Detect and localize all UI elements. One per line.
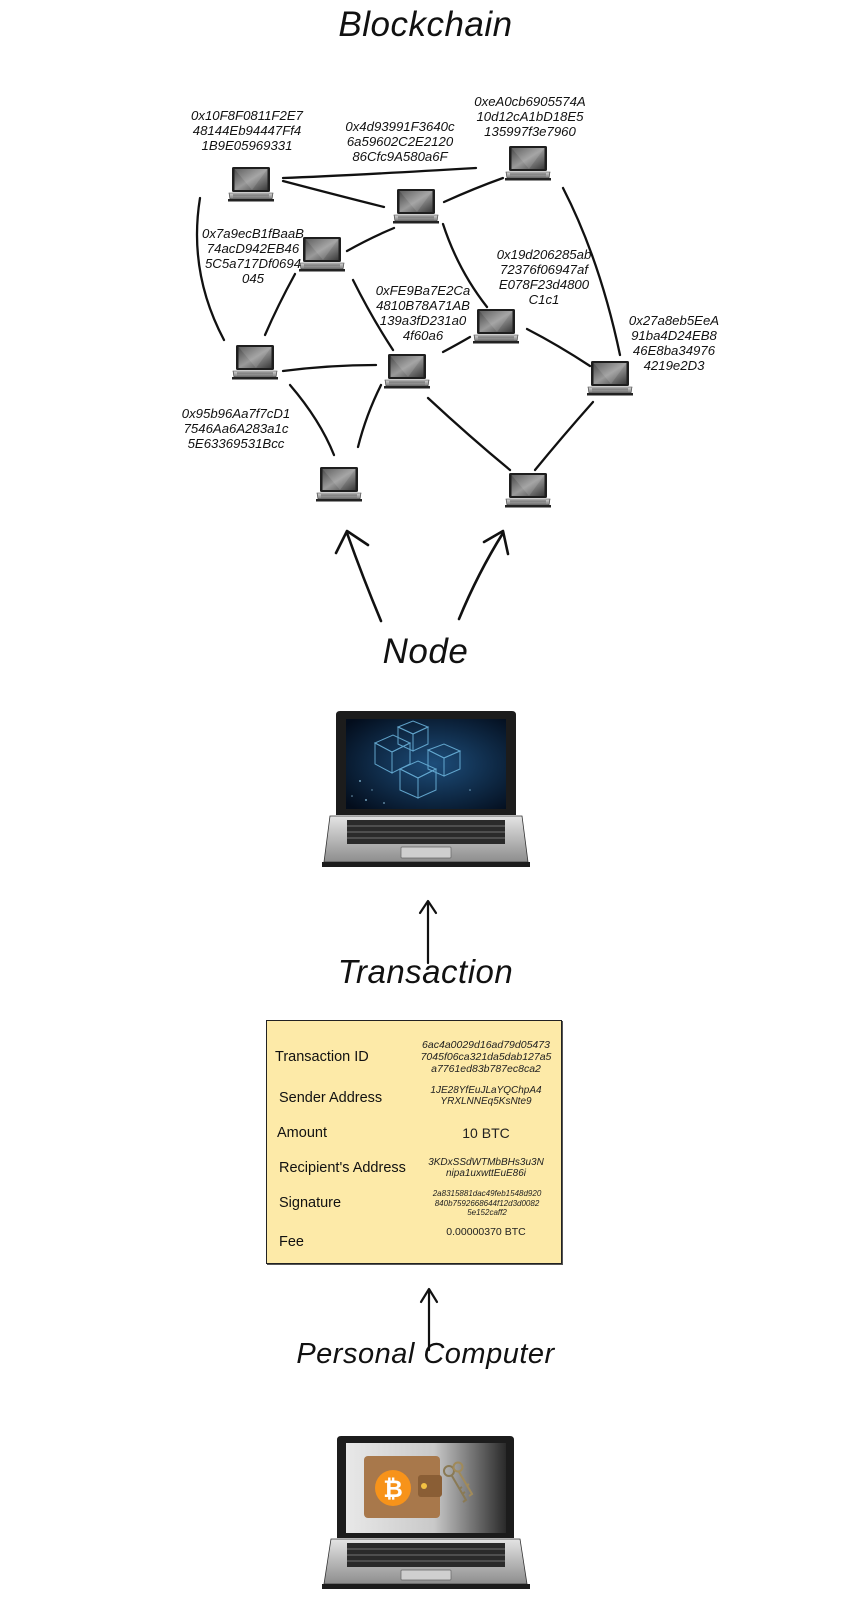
svg-text:₿: ₿ xyxy=(383,1476,403,1503)
transaction-id-label: Transaction ID xyxy=(275,1049,369,1065)
arrow-up-icon xyxy=(418,899,438,965)
recipient-address-label: Recipient's Address xyxy=(279,1160,406,1176)
arrow-up-icon xyxy=(419,1287,439,1352)
laptop-icon xyxy=(473,308,519,344)
amount-value: 10 BTC xyxy=(462,1125,510,1141)
fee-label: Fee xyxy=(279,1234,304,1250)
laptop-icon xyxy=(505,145,551,181)
laptop-icon xyxy=(384,353,430,389)
transaction-title: Transaction xyxy=(337,953,514,990)
network-edges xyxy=(195,166,622,472)
node-title: Node xyxy=(382,632,469,671)
bitcoin-wallet-icon: ₿ xyxy=(364,1456,442,1518)
signature-label: Signature xyxy=(279,1195,342,1211)
laptop-icon xyxy=(232,344,278,380)
laptop-icon xyxy=(316,466,362,502)
blockchain-title: Blockchain xyxy=(338,5,513,44)
keys-icon xyxy=(443,1461,474,1503)
arrow-up-icon xyxy=(334,529,510,623)
laptop-icon xyxy=(393,188,439,224)
sender-address-label: Sender Address xyxy=(279,1090,383,1106)
laptop-blockchain-screen-icon xyxy=(322,711,530,867)
laptop-icon xyxy=(228,166,274,202)
laptop-icon xyxy=(505,472,551,508)
amount-label: Amount xyxy=(277,1125,327,1141)
laptop-wallet-icon: ₿ xyxy=(322,1436,530,1589)
personal-computer-title: Personal Computer xyxy=(296,1338,555,1370)
fee-value: 0.00000370 BTC xyxy=(446,1226,526,1238)
